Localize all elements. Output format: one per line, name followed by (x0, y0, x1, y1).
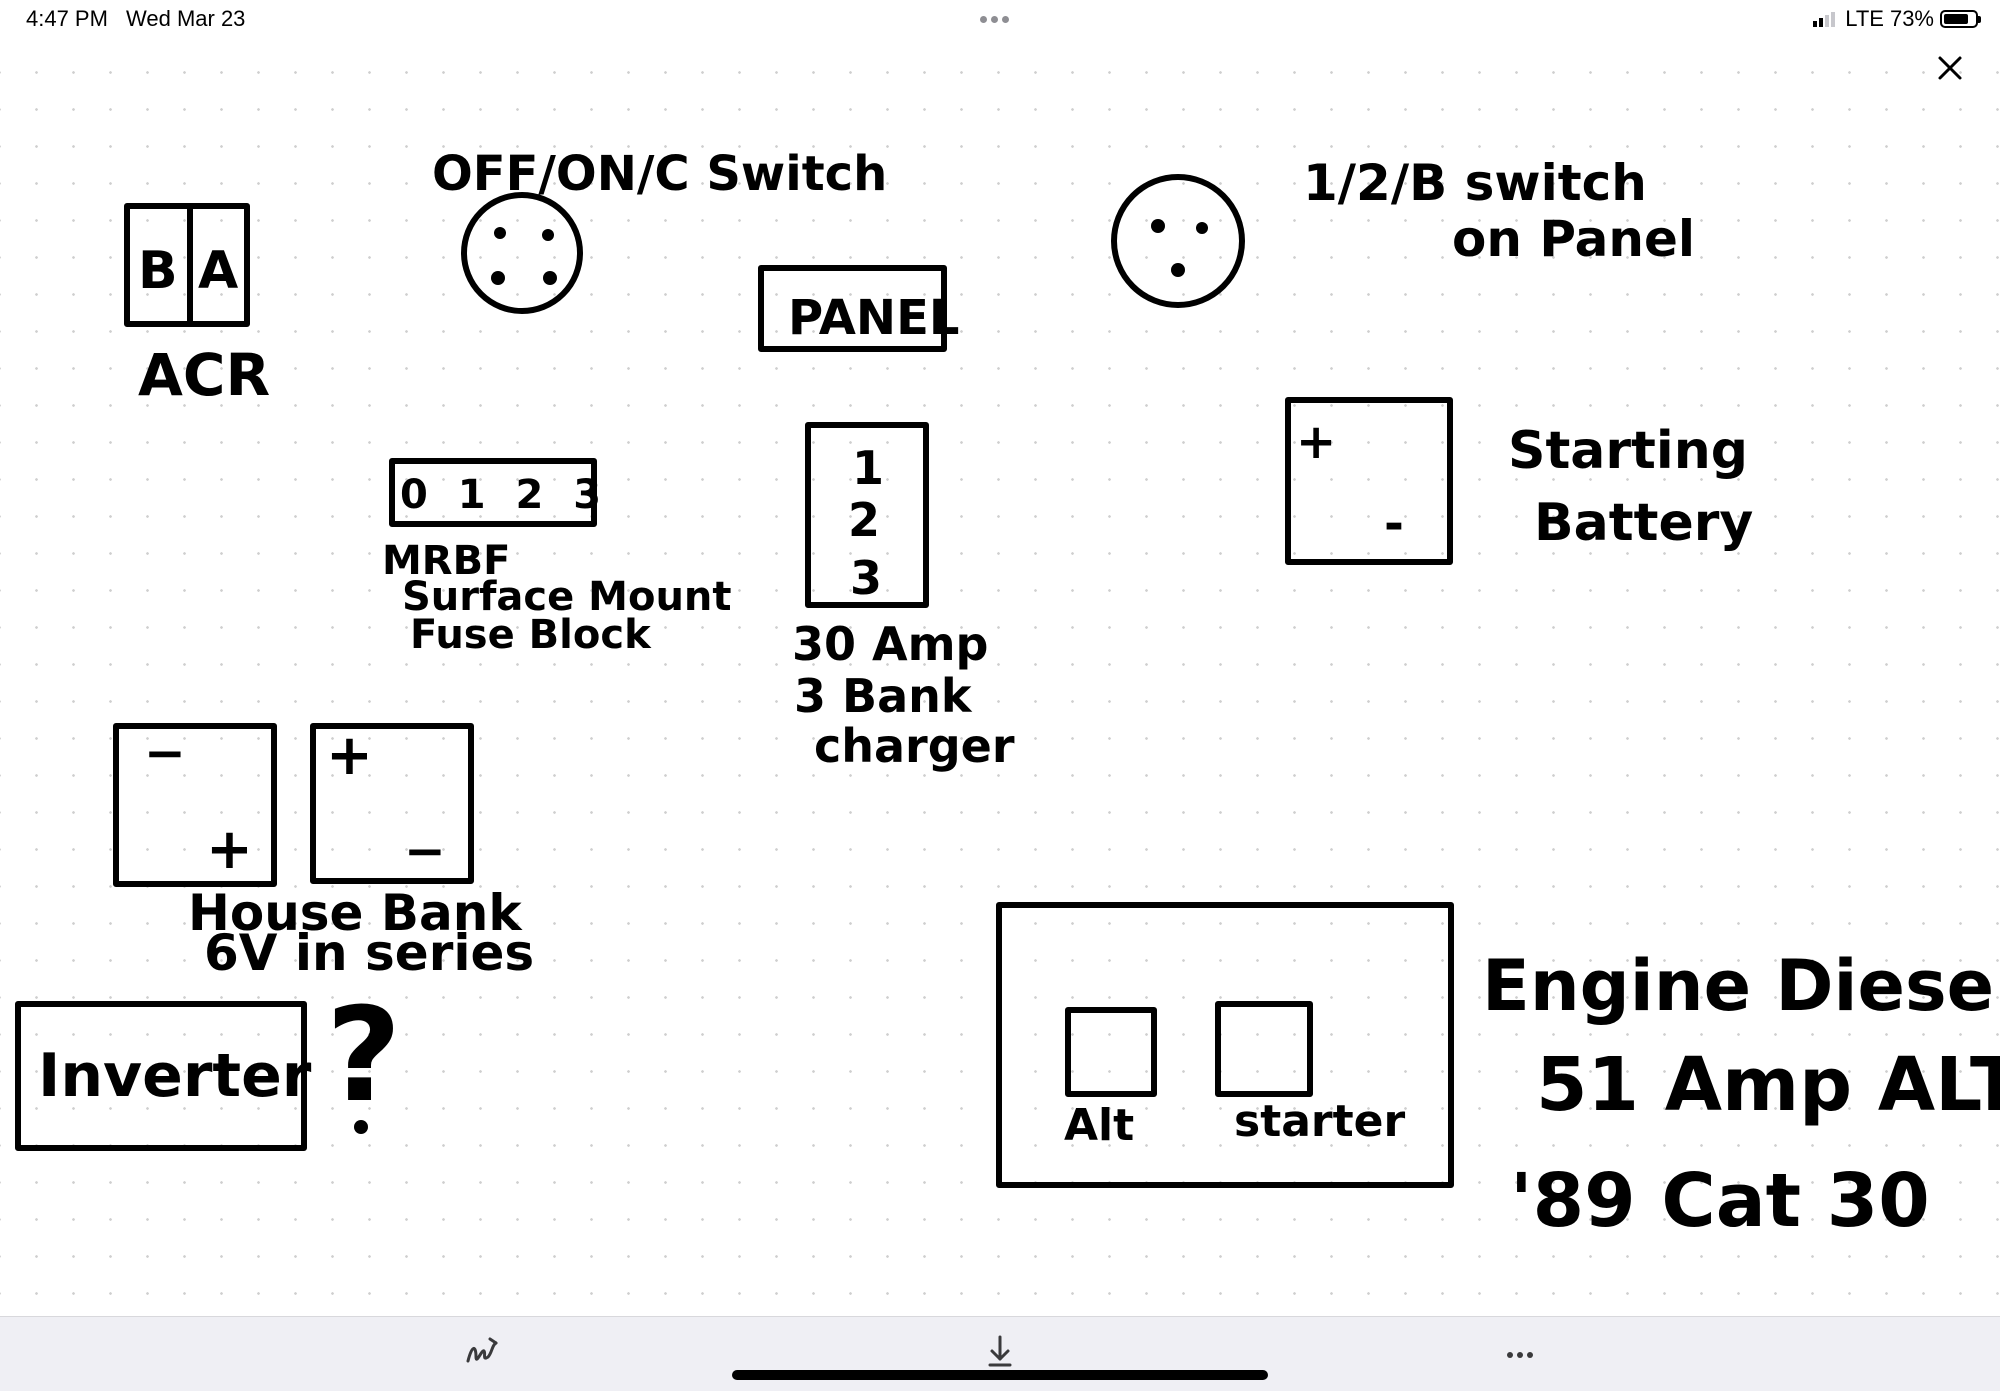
house-battery-2-plus: + (326, 723, 373, 788)
starting-battery-label-line1: Starting (1508, 421, 1748, 481)
acr-caption: ACR (138, 341, 270, 409)
multitasking-dots-icon[interactable] (980, 10, 1013, 28)
engine-notes-line1: Engine Diesel (1482, 945, 2000, 1027)
switch-12b-label-line2: on Panel (1452, 210, 1695, 268)
house-battery-1-minus: − (144, 724, 186, 782)
starting-battery-plus: + (1296, 414, 1336, 470)
markup-pen-icon (466, 1337, 498, 1363)
alternator-box (1065, 1007, 1157, 1097)
status-date: Wed Mar 23 (126, 6, 246, 31)
fuse-block-line1: MRBF (382, 538, 510, 584)
cellular-signal-icon (1813, 11, 1837, 27)
engine-notes-line2: 51 Amp ALT (1536, 1042, 2000, 1128)
acr-letter-b: B (138, 241, 178, 301)
off-on-c-switch-label: OFF/ON/C Switch (432, 146, 887, 202)
download-arrow-icon (988, 1335, 1012, 1367)
house-battery-1-plus: + (206, 817, 253, 882)
house-bank-label-line1: House Bank (188, 884, 523, 942)
fuse-block-box (389, 458, 597, 527)
panel-label: PANEL (788, 290, 959, 346)
panel-box (758, 265, 947, 352)
battery-icon (1940, 10, 1981, 28)
alternator-label: Alt (1064, 1100, 1134, 1151)
more-ellipsis-icon (1507, 1352, 1533, 1358)
acr-letter-a: A (198, 241, 238, 301)
fuse-block-line3: Fuse Block (410, 612, 652, 658)
switch-contacts (354, 219, 1208, 1134)
starting-battery-minus: - (1384, 496, 1404, 552)
battery-percent: 73% (1889, 6, 1934, 31)
inverter-box (15, 1001, 307, 1151)
charger-bank-2: 2 (848, 493, 880, 547)
charger-label-line1: 30 Amp (792, 617, 989, 671)
house-bank-label-line2: 6V in series (204, 924, 534, 982)
off-on-c-switch-circle (461, 192, 583, 314)
more-button[interactable] (1500, 1331, 1540, 1371)
fuse-block-digits: 0 1 2 3 (400, 472, 609, 518)
status-indicators: LTE 73% (1813, 6, 1981, 32)
starter-box (1215, 1001, 1313, 1097)
inverter-question-mark: ? (326, 979, 401, 1131)
markup-button[interactable] (462, 1331, 502, 1371)
switch-12b-circle (1111, 174, 1245, 308)
charger-label-line2: 3 Bank (794, 669, 973, 723)
charger-bank-3: 3 (850, 551, 882, 605)
sketch-canvas[interactable]: B A ACR OFF/ON/C Switch PANEL 1/2/B swit… (0, 44, 2000, 1316)
sketch-drawing: B A ACR OFF/ON/C Switch PANEL 1/2/B swit… (15, 146, 2000, 1244)
house-battery-1-box (113, 723, 277, 887)
starting-battery-box (1285, 397, 1453, 565)
status-time: 4:47 PM (26, 6, 108, 31)
house-battery-2-box (310, 723, 474, 884)
starting-battery-label-line2: Battery (1534, 493, 1753, 553)
fuse-block-line2: Surface Mount (402, 574, 732, 620)
status-bar: 4:47 PM Wed Mar 23 LTE 73% (0, 0, 2000, 44)
charger-bank-1: 1 (852, 441, 884, 495)
inverter-label: Inverter (38, 1041, 312, 1111)
engine-notes-line3: '89 Cat 30 (1510, 1158, 1930, 1244)
starter-label: starter (1234, 1096, 1405, 1147)
network-label: LTE (1845, 6, 1884, 31)
engine-box (996, 902, 1454, 1188)
save-button[interactable] (980, 1331, 1020, 1371)
charger-label-line3: charger (814, 719, 1015, 773)
house-battery-2-minus: − (404, 822, 446, 880)
home-indicator[interactable] (732, 1370, 1268, 1380)
charger-box (805, 422, 929, 608)
switch-12b-label-line1: 1/2/B switch (1303, 154, 1647, 212)
